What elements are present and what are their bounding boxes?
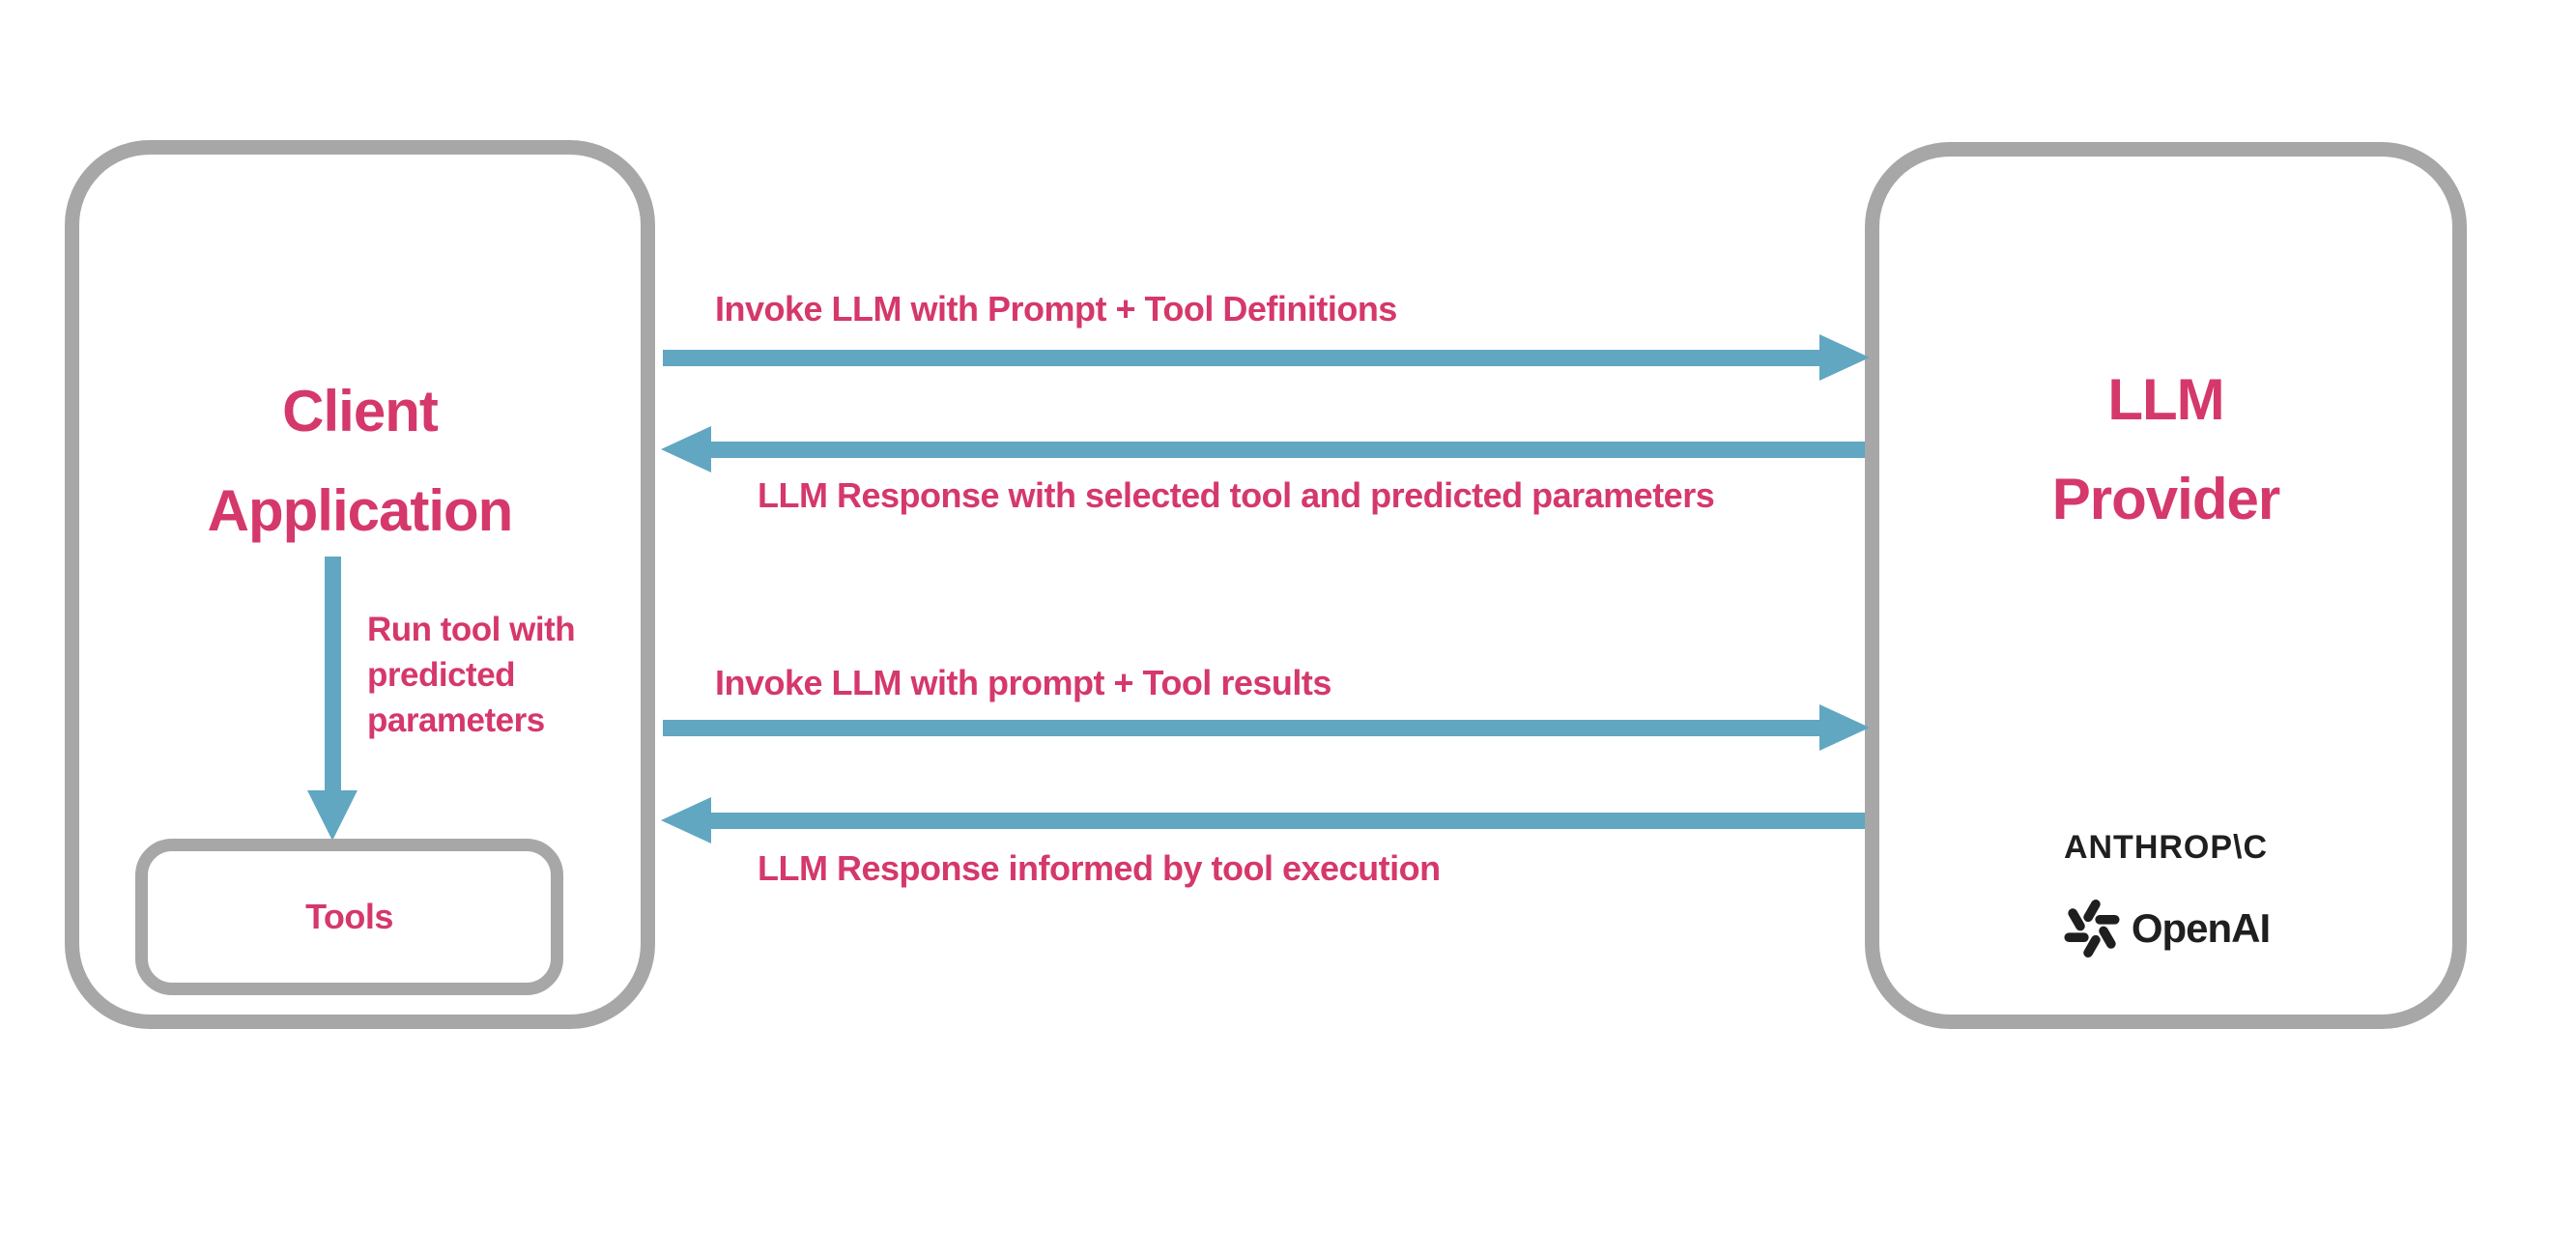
arrow3-label: Invoke LLM with prompt + Tool results <box>715 663 1331 702</box>
tools-label: Tools <box>305 897 393 936</box>
anthropic-wordmark: ANTHROP\C <box>2063 829 2269 866</box>
tools-box: Tools <box>135 839 563 995</box>
provider-title-line2: Provider <box>2051 467 2280 531</box>
arrow4-label: LLM Response informed by tool execution <box>758 848 1441 888</box>
llm-provider-title: LLM Provider <box>1865 350 2467 549</box>
run-tool-label: Run tool with predicted parameters <box>367 611 576 739</box>
arrow1-label: Invoke LLM with Prompt + Tool Definition… <box>715 289 1397 329</box>
arrow1-arrowhead-right-icon <box>1819 334 1870 381</box>
openai-icon <box>2064 900 2120 958</box>
client-title-line2: Application <box>207 478 514 543</box>
arrow3-body <box>663 720 1821 736</box>
openai-wordmark: OpenAI <box>2131 905 2271 951</box>
arrow4-arrowhead-left-icon <box>661 797 711 843</box>
arrow2-label: LLM Response with selected tool and pred… <box>758 475 1715 515</box>
llm-provider-box <box>1865 142 2467 1029</box>
arrow1-body <box>663 350 1821 366</box>
run-tool-arrowhead-down-icon <box>307 790 358 841</box>
provider-title-line1: LLM <box>2107 367 2224 432</box>
client-title-line1: Client <box>282 379 439 443</box>
arrow2-body <box>711 442 1865 458</box>
run-tool-arrow-body <box>325 557 341 792</box>
arrow3-arrowhead-right-icon <box>1819 704 1870 751</box>
client-application-title: Client Application <box>65 361 655 560</box>
arrow2-arrowhead-left-icon <box>661 426 711 472</box>
openai-logo: OpenAI <box>1865 899 2467 958</box>
arrow4-body <box>711 813 1865 829</box>
